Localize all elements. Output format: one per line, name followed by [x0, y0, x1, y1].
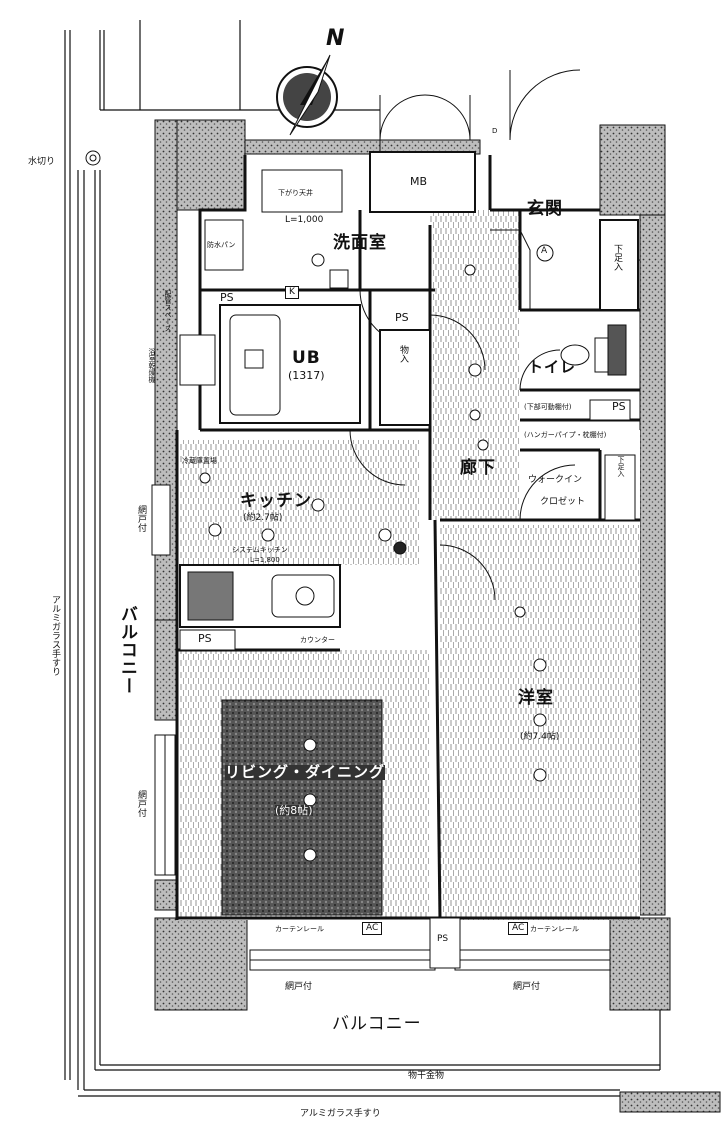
- structural-walls: [154, 119, 721, 1113]
- lower-shelf-label: (下部可動棚付): [524, 403, 572, 411]
- room-kitchen-label: キッチン: [240, 491, 312, 511]
- shoe-cabinet-label: 下足入: [612, 244, 622, 271]
- ceiling-height-label: L=1,000: [285, 215, 324, 225]
- marker-d: D: [492, 127, 498, 135]
- screen-door-right: 網戸付: [513, 982, 541, 992]
- windows: [151, 334, 611, 971]
- counter-label: カウンター: [300, 636, 335, 644]
- north-label: N: [326, 26, 345, 51]
- marker-a: A: [541, 246, 548, 256]
- room-ub-size: (1317): [288, 369, 325, 382]
- ps-label-washroom: PS: [220, 291, 234, 304]
- drip-edge-label: 水切り: [28, 157, 56, 167]
- curtain-rail-right: カーテンレール: [530, 925, 579, 933]
- room-kitchen-size: (約2.7帖): [243, 513, 283, 523]
- hanger-pipe-label: (ハンガーパイプ・枕棚付): [524, 431, 607, 439]
- curtain-rail-left: カーテンレール: [275, 925, 324, 933]
- pipe-space-label: 配管スペース: [164, 290, 172, 332]
- room-living-label: リビング・ダイニング: [225, 763, 386, 781]
- room-washroom-label: 洗面室: [333, 233, 387, 253]
- compass-icon: [276, 54, 338, 136]
- inner-walls: [175, 155, 640, 921]
- lowered-ceiling-label: 下がり天井: [278, 189, 313, 197]
- balcony-left-label: バルコニー: [117, 605, 137, 695]
- bath-dryer-label: 浴室乾燥機: [148, 348, 156, 383]
- screen-door-side-2: 網戸付: [136, 505, 146, 532]
- ac-label-left: AC: [362, 922, 383, 935]
- balcony-railing: [64, 20, 661, 1097]
- stove-icon: [187, 571, 234, 621]
- fridge-space-label: 冷蔵庫置場: [182, 457, 217, 465]
- wic-label-2: クロゼット: [540, 497, 586, 507]
- room-living-size: (約8帖): [275, 804, 313, 817]
- railing-side-label: アルミガラス手すり: [50, 595, 60, 676]
- balcony-bottom-label: バルコニー: [332, 1014, 422, 1034]
- sink-icon: [271, 574, 335, 618]
- kitchen-counter: [179, 564, 341, 651]
- clothes-pole-label: 物干金物: [408, 1071, 445, 1081]
- ps-label-toilet: PS: [612, 400, 626, 413]
- screen-door-left: 網戸付: [285, 982, 313, 992]
- wic-label: ウォークイン: [528, 475, 583, 485]
- toilet-fixture: [560, 324, 627, 376]
- ps-label-ub: PS: [395, 311, 409, 324]
- room-genkan-label: 玄関: [527, 199, 563, 219]
- screen-door-side: 網戸付: [136, 790, 146, 817]
- bathroom-fixtures: [204, 151, 476, 426]
- waterproof-pan-label: 防水パン: [207, 241, 236, 249]
- room-hallway-label: 廊下: [460, 458, 496, 478]
- room-western-label: 洋室: [518, 688, 554, 708]
- railing-bottom-label: アルミガラス手すり: [300, 1109, 381, 1119]
- electrical-symbols: [85, 150, 554, 862]
- storage-label: 物入: [398, 345, 408, 363]
- room-ub-label: UB: [292, 348, 321, 368]
- room-western-size: (約7.4帖): [520, 732, 560, 742]
- k-label: K: [285, 286, 299, 299]
- system-kitchen-width: L=1,800: [250, 556, 280, 564]
- system-kitchen-label: システムキッチン: [232, 546, 288, 554]
- shoe-cabinet-label-2: 下足入: [617, 456, 625, 477]
- entrance-fixtures: [490, 219, 639, 521]
- ac-label-right: AC: [508, 922, 529, 935]
- door-swings: [349, 69, 641, 601]
- ps-label-kitchen: PS: [198, 632, 212, 645]
- kitchen-floor: [180, 440, 420, 565]
- ps-label-bottom: PS: [437, 934, 449, 944]
- room-toilet-label: トイレ: [528, 358, 577, 376]
- mb-label: MB: [410, 175, 428, 188]
